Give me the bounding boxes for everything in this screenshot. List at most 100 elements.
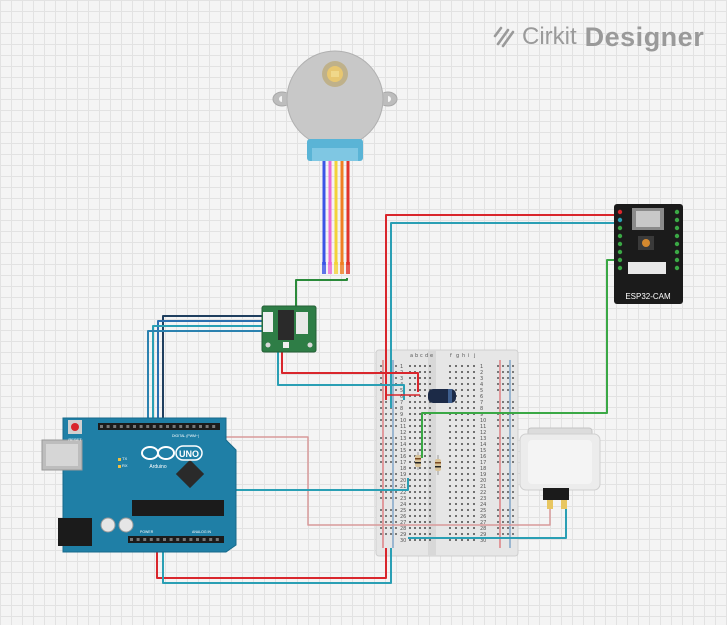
svg-text:11: 11 (400, 424, 406, 430)
wires[interactable] (147, 214, 622, 584)
svg-text:5: 5 (480, 388, 483, 394)
wire-esp32-gnd[interactable] (390, 222, 622, 408)
esp32-cam-pins (617, 209, 680, 271)
col-letter-j: j (473, 353, 475, 359)
arduino-reset-label: RESET (68, 437, 82, 442)
wire-arduino-5v[interactable] (156, 548, 387, 579)
svg-text:7: 7 (400, 400, 403, 406)
col-letter-d: d (425, 353, 428, 359)
svg-text:14: 14 (480, 442, 486, 448)
svg-text:30: 30 (480, 538, 486, 544)
wire-esp32-vcc[interactable] (385, 214, 622, 400)
svg-text:24: 24 (480, 502, 486, 508)
svg-text:17: 17 (480, 460, 486, 466)
svg-text:16: 16 (480, 454, 486, 460)
wire-in4[interactable] (147, 330, 262, 425)
svg-text:27: 27 (480, 520, 486, 526)
svg-text:7: 7 (480, 400, 483, 406)
svg-text:20: 20 (400, 478, 406, 484)
wire-in1[interactable] (162, 315, 262, 425)
esp32-cam-module[interactable]: ESP32-CAM (614, 204, 683, 304)
arduino-digital-pins[interactable] (100, 425, 216, 428)
svg-text:18: 18 (400, 466, 406, 472)
svg-text:28: 28 (480, 526, 486, 532)
arduino-rx-label: RX (122, 463, 128, 468)
svg-text:10: 10 (400, 418, 406, 424)
arduino-uno-board[interactable]: UNO Arduino RESET TX RX DIGITAL (PWM~) P… (41, 417, 237, 553)
svg-text:26: 26 (480, 514, 486, 520)
wire-esp32-signal[interactable] (421, 259, 622, 458)
svg-text:6: 6 (480, 394, 483, 400)
svg-text:17: 17 (400, 460, 406, 466)
wire-driver-vcc[interactable] (281, 350, 419, 392)
svg-text:2: 2 (480, 370, 483, 376)
svg-text:20: 20 (480, 478, 486, 484)
svg-text:3: 3 (400, 376, 403, 382)
logo-word-designer: Designer (584, 21, 705, 52)
svg-text:29: 29 (400, 532, 406, 538)
svg-text:21: 21 (480, 484, 486, 490)
col-letter-i: i (468, 353, 469, 359)
resistor-1[interactable] (415, 452, 421, 470)
col-letter-f: f (450, 353, 452, 359)
svg-text:24: 24 (400, 502, 406, 508)
wire-motor-harness[interactable] (295, 278, 348, 312)
svg-text:15: 15 (400, 448, 406, 454)
col-letter-e: e (430, 353, 433, 359)
svg-text:1: 1 (400, 364, 403, 370)
wire-driver-gnd[interactable] (277, 350, 405, 400)
svg-text:11: 11 (480, 424, 486, 430)
wire-in2[interactable] (157, 320, 262, 425)
svg-text:1: 1 (480, 364, 483, 370)
svg-text:4: 4 (480, 382, 483, 388)
svg-text:18: 18 (480, 466, 486, 472)
svg-text:22: 22 (400, 490, 406, 496)
svg-text:28: 28 (400, 526, 406, 532)
svg-text:13: 13 (480, 436, 486, 442)
wire-solenoid-teal[interactable] (408, 508, 567, 539)
electrolytic-capacitor[interactable] (428, 389, 456, 403)
col-letter-a: a (410, 353, 413, 359)
col-letter-c: c (420, 353, 423, 359)
svg-text:14: 14 (400, 442, 406, 448)
svg-text:21: 21 (400, 484, 406, 490)
arduino-brand-label: Arduino (149, 464, 166, 470)
svg-text:9: 9 (480, 412, 483, 418)
arduino-model-label: UNO (179, 449, 199, 459)
svg-text:8: 8 (400, 406, 403, 412)
stepper-motor[interactable] (272, 50, 398, 161)
logo-word-cirkit: Cirkit (522, 23, 577, 50)
wire-in3[interactable] (152, 325, 262, 425)
cirkit-designer-logo: Cirkit Designer (492, 20, 704, 54)
svg-text:5: 5 (400, 388, 403, 394)
svg-text:25: 25 (480, 508, 486, 514)
svg-text:12: 12 (400, 430, 406, 436)
col-letter-g: g (456, 353, 459, 359)
svg-text:23: 23 (400, 496, 406, 502)
svg-text:27: 27 (400, 520, 406, 526)
svg-text:8: 8 (480, 406, 483, 412)
wire-arduino-pink[interactable] (226, 436, 551, 526)
arduino-digital-label: DIGITAL (PWM~) (172, 434, 199, 438)
arduino-analog-label: ANALOG IN (192, 530, 212, 534)
col-letter-b: b (415, 353, 418, 359)
solenoid-lock[interactable] (519, 427, 601, 509)
uln2003-driver-board[interactable] (261, 305, 317, 353)
svg-text:19: 19 (480, 472, 486, 478)
arduino-infinity-logo (141, 446, 175, 460)
arduino-power-label: POWER (140, 530, 154, 534)
resistor-2[interactable] (435, 455, 441, 475)
svg-text:9: 9 (400, 412, 403, 418)
col-letter-h: h (462, 353, 465, 359)
svg-text:26: 26 (400, 514, 406, 520)
wire-arduino-gnd[interactable] (162, 548, 392, 584)
svg-text:30: 30 (400, 538, 406, 544)
svg-text:23: 23 (480, 496, 486, 502)
svg-text:13: 13 (400, 436, 406, 442)
arduino-power-analog-pins[interactable] (130, 538, 219, 541)
esp32-cam-label: ESP32-CAM (625, 292, 671, 301)
svg-text:29: 29 (480, 532, 486, 538)
